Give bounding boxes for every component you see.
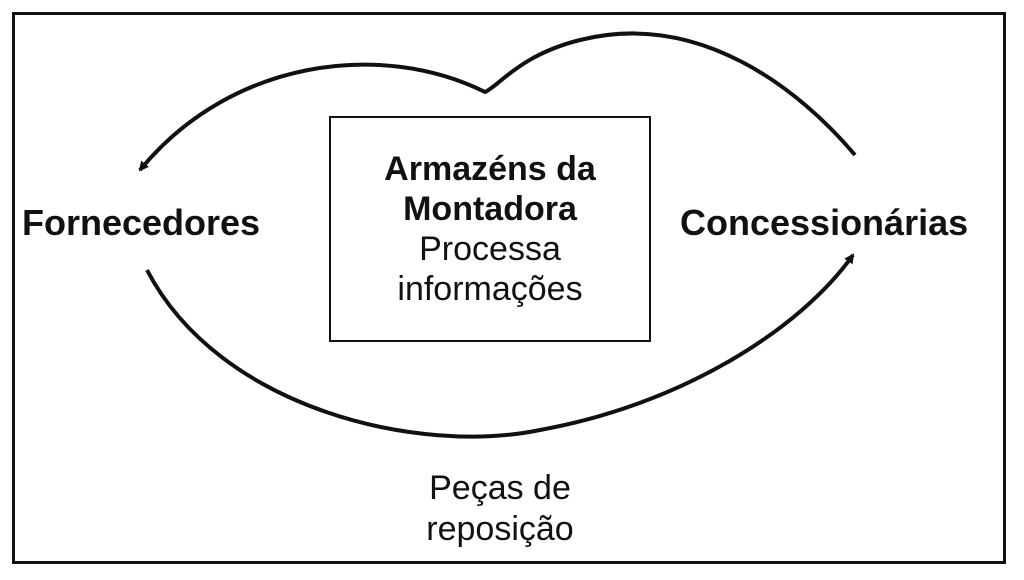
assembler-warehouse-box: Armazéns da Montadora Processa informaçõ… — [329, 116, 651, 342]
box-subtitle-line-1: Processa — [419, 230, 561, 268]
suppliers-label: Fornecedores — [22, 202, 261, 243]
bottom-label-line-2: reposição — [426, 510, 574, 549]
parts-flow-arrow-bottom — [145, 253, 855, 439]
box-subtitle-line-2: informações — [397, 270, 583, 309]
box-title-line-2: Montadora — [403, 189, 577, 228]
diagram-frame — [12, 12, 1006, 564]
box-title-line-1: Armazéns da — [384, 149, 596, 188]
dealers-label: Concessionárias — [680, 202, 969, 243]
replacement-parts-label: Peças de reposição — [380, 468, 620, 551]
info-flow-arrow-top — [138, 31, 857, 172]
bottom-label-line-1: Peças de — [429, 469, 571, 507]
